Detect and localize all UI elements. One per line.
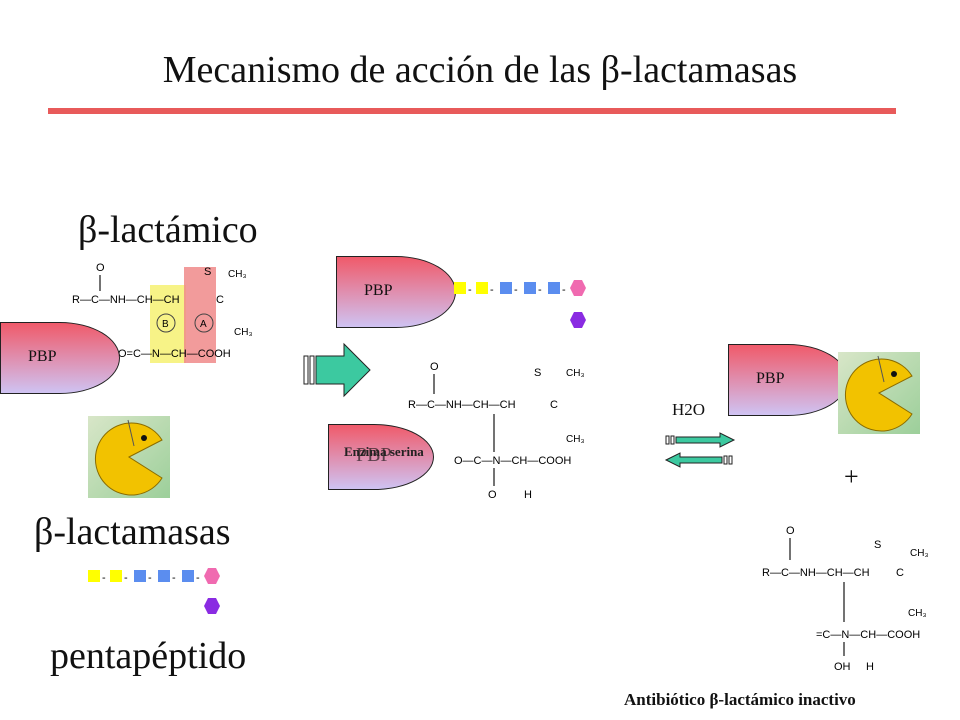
svg-text:O=C—N—CH—COOH: O=C—N—CH—COOH [118, 348, 231, 360]
caption-inactive-antibiotic: Antibiótico β-lactámico inactivo [624, 690, 856, 709]
svg-text:=C—N—CH—COOH: =C—N—CH—COOH [816, 629, 920, 641]
equilibrium-arrows [664, 432, 736, 468]
h2o-label: H2O [672, 400, 706, 419]
green-block-arrow [303, 342, 371, 398]
svg-text:R—C—NH—CH—CH: R—C—NH—CH—CH [762, 567, 870, 579]
svg-text:H: H [524, 489, 532, 501]
enzima-serina-label: Enzima serina [344, 444, 424, 459]
pacman-icon [94, 419, 163, 496]
pacman-box-left [88, 416, 170, 498]
svg-text:-: - [490, 284, 494, 296]
penicillin-structure-middle: O R—C—NH—CH—CH S CH₃ C CH₃ O—C—N—CH—COOH… [408, 361, 585, 501]
beta-lactamasas-label: β-lactamasas [34, 511, 231, 553]
svg-text:CH₃: CH₃ [908, 608, 927, 619]
pbp-shape-left [0, 322, 120, 394]
pbp-label-middle: PBP [356, 444, 392, 466]
svg-text:-: - [538, 284, 542, 296]
pbp-shape-middle [328, 424, 434, 490]
pbp-shape-right [728, 344, 848, 416]
pentapeptide-chain-top: - - - - - [454, 280, 586, 328]
pentapeptido-label: pentapéptido [50, 635, 247, 677]
svg-text:H: H [866, 661, 874, 673]
pentapeptide-chain-left: - - - - - [88, 568, 220, 614]
svg-text:CH₃: CH₃ [234, 327, 253, 338]
svg-text:CH₃: CH₃ [566, 434, 585, 445]
svg-text:S: S [874, 539, 881, 551]
svg-text:-: - [172, 572, 176, 584]
svg-text:O: O [488, 489, 497, 501]
svg-text:-: - [468, 284, 472, 296]
svg-text:CH₃: CH₃ [228, 269, 247, 280]
title-underline [48, 108, 896, 114]
pacman-box-right [838, 352, 920, 434]
svg-text:OH: OH [834, 661, 851, 673]
page-title: Mecanismo de acción de las β-lactamasas [162, 49, 798, 91]
svg-text:O—C—N—CH—COOH: O—C—N—CH—COOH [454, 455, 571, 467]
penicillin-structure-inactive: O R—C—NH—CH—CH S CH₃ C CH₃ =C—N—CH—COOH … [762, 525, 929, 673]
svg-text:-: - [562, 284, 566, 296]
svg-text:B: B [162, 319, 169, 330]
pbp-label-left: PBP [28, 348, 57, 365]
plus-sign: + [844, 462, 859, 491]
penicillin-structure-left: O R—C—NH—CH—CH S CH₃ C CH₃ B A O=C—N—CH—… [72, 262, 253, 363]
svg-text:-: - [148, 572, 152, 584]
pacman-icon [844, 355, 913, 432]
svg-text:O: O [96, 262, 105, 274]
svg-text:R—C—NH—CH—CH: R—C—NH—CH—CH [408, 399, 516, 411]
svg-text:-: - [102, 572, 106, 584]
svg-text:CH₃: CH₃ [566, 368, 585, 379]
svg-text:R—C—NH—CH—CH: R—C—NH—CH—CH [72, 294, 180, 306]
svg-text:-: - [514, 284, 518, 296]
svg-text:S: S [534, 367, 541, 379]
svg-text:C: C [896, 567, 904, 579]
pbp-label-right: PBP [756, 370, 785, 387]
svg-text:O: O [430, 361, 439, 373]
svg-text:CH₃: CH₃ [910, 548, 929, 559]
svg-text:O: O [786, 525, 795, 537]
svg-text:A: A [200, 319, 207, 330]
svg-text:C: C [216, 294, 224, 306]
svg-text:C: C [550, 399, 558, 411]
beta-lactamico-label: β-lactámico [78, 209, 258, 251]
svg-text:-: - [196, 572, 200, 584]
svg-text:-: - [124, 572, 128, 584]
pbp-shape-top [336, 256, 456, 328]
pbp-label-top: PBP [364, 282, 393, 299]
svg-text:S: S [204, 266, 211, 278]
